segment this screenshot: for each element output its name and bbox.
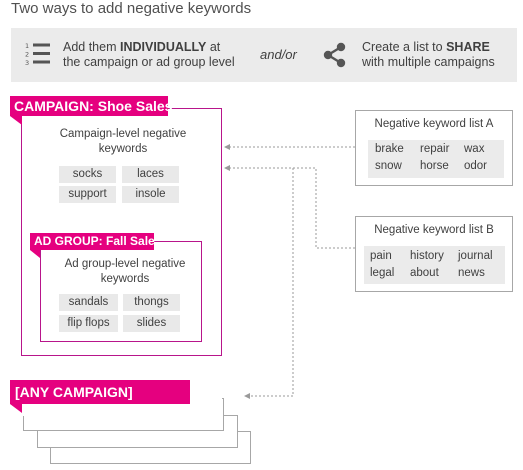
arrowhead-a [224, 144, 230, 150]
any-campaign-connector [250, 168, 294, 397]
ad-group-keyword-chip: flip flops [59, 315, 118, 332]
ad-group-keyword-chip: sandals [59, 294, 118, 311]
ad-group-keyword-chip: slides [123, 315, 180, 332]
list-b-keyword: legal [370, 267, 395, 279]
ad-group-tab: AD GROUP: Fall Sale [30, 233, 155, 250]
campaign-keyword-chip: socks [59, 166, 116, 183]
page-title: Two ways to add negative keywords [11, 0, 252, 17]
ad-group-keywords-title: Ad group-level negative keywords [64, 258, 186, 285]
list-b-keyword: pain [370, 250, 392, 262]
arrowhead-any [244, 393, 250, 399]
arrowhead-b [224, 165, 230, 171]
share-icon [323, 42, 346, 68]
campaign-tab-tail [10, 116, 22, 125]
svg-text:1: 1 [25, 42, 29, 50]
list-b-connector [230, 167, 355, 249]
svg-text:2: 2 [25, 51, 29, 59]
list-b-keywords [364, 246, 505, 284]
list-a-keyword: odor [464, 160, 488, 172]
methods-banner: 1 2 3 Add them INDIVIDUALLY at the campa… [11, 28, 517, 82]
list-a-keyword: wax [464, 143, 485, 155]
any-campaign-tab: [ANY CAMPAIGN] [10, 380, 190, 404]
list-b-keyword: journal [458, 250, 493, 262]
ad-group-tab-tail [30, 250, 40, 258]
campaign-keyword-chip: insole [122, 186, 179, 203]
list-a-keyword: repair [420, 143, 450, 155]
list-a-title: Negative keyword list A [374, 118, 494, 130]
numbered-list-icon: 1 2 3 [25, 42, 50, 67]
list-a-keyword: brake [375, 143, 404, 155]
ad-group-keyword-chip: thongs [123, 294, 180, 311]
share-text: Create a list to SHARE with multiple cam… [362, 40, 495, 69]
list-a-keyword: horse [420, 160, 449, 172]
and-or-connector: and/or [260, 47, 297, 62]
individually-text: Add them INDIVIDUALLY at the campaign or… [63, 40, 235, 69]
list-a-keywords [368, 140, 504, 178]
svg-text:3: 3 [25, 59, 29, 67]
campaign-tab: CAMPAIGN: Shoe Sales [10, 96, 172, 116]
list-b-keyword: about [410, 267, 439, 279]
list-a-keyword: snow [375, 160, 402, 172]
campaign-keywords-title: Campaign-level negative keywords [59, 128, 187, 155]
list-b-keyword: history [410, 250, 444, 262]
list-b-keyword: news [458, 267, 485, 279]
campaign-keyword-chip: support [59, 186, 116, 203]
campaign-keyword-chip: laces [122, 166, 179, 183]
list-b-title: Negative keyword list B [374, 224, 494, 236]
any-campaign-tab-tail [10, 404, 22, 413]
